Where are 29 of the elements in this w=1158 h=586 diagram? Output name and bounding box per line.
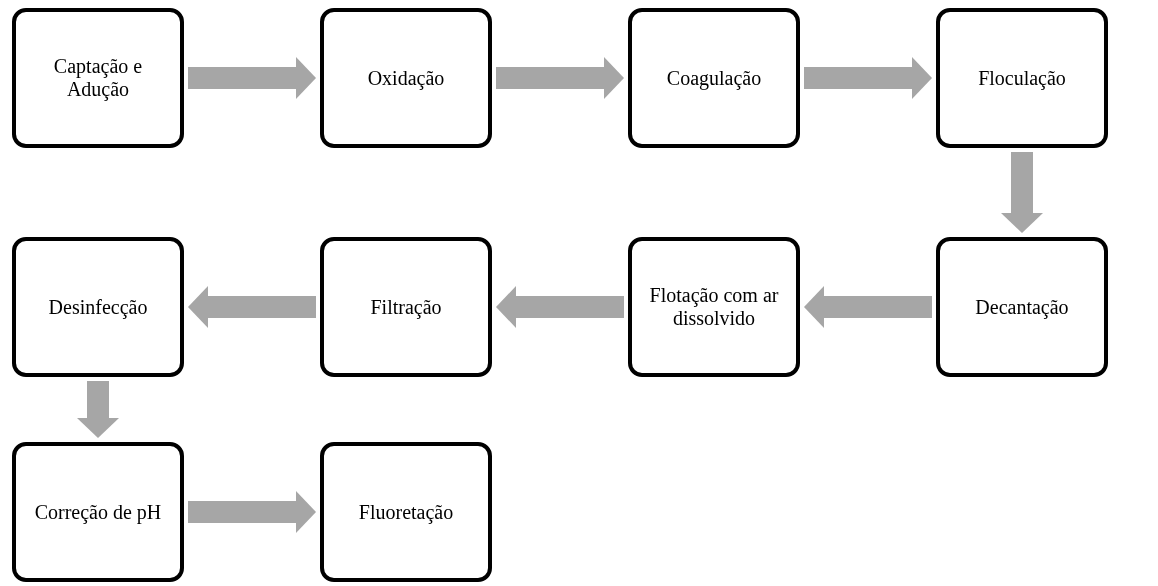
- process-box: [628, 237, 800, 377]
- process-box: [12, 8, 184, 148]
- step-label: Correção de pH: [34, 500, 162, 524]
- block-arrow: [496, 57, 624, 99]
- block-arrow: [77, 381, 119, 438]
- step-label: Captação e Adução: [52, 55, 144, 101]
- block-arrow: [188, 57, 316, 99]
- process-box: [936, 8, 1108, 148]
- step-label: Fluoretação: [358, 500, 454, 524]
- process-box: [320, 442, 492, 582]
- block-arrow: [188, 286, 316, 328]
- block-arrow: [1001, 152, 1043, 233]
- step-label: Decantação: [975, 295, 1069, 319]
- step-label: Coagulação: [666, 66, 762, 90]
- process-box: [12, 237, 184, 377]
- step-label: Filtração: [370, 295, 442, 319]
- process-box: [936, 237, 1108, 377]
- process-box: [12, 442, 184, 582]
- process-box: [628, 8, 800, 148]
- process-box: [320, 8, 492, 148]
- step-label: Floculação: [978, 66, 1066, 90]
- block-arrow: [188, 491, 316, 533]
- process-box: [320, 237, 492, 377]
- block-arrow: [496, 286, 624, 328]
- step-label: Desinfecção: [48, 295, 148, 319]
- step-label: Flotação com ar dissolvido: [648, 284, 780, 330]
- block-arrow: [804, 286, 932, 328]
- block-arrow: [804, 57, 932, 99]
- step-label: Oxidação: [367, 66, 445, 90]
